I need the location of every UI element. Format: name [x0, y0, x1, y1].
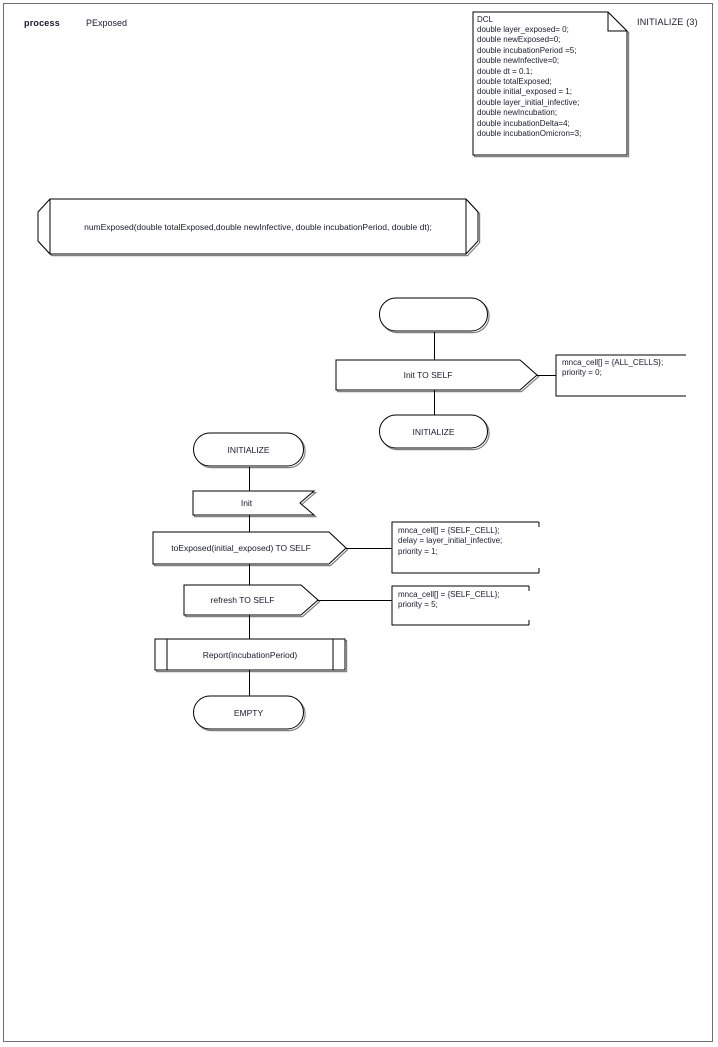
state-symbol-empty[interactable]: EMPTY [192, 695, 310, 735]
connector-start-to-output [434, 332, 435, 361]
dcl-note-body: double layer_exposed= 0; double newExpos… [477, 25, 582, 139]
comment-box-self-cell-priority: mnca_cell[] = {SELF_CELL}; priority = 5; [391, 585, 531, 627]
connector-output-to-comment-3 [317, 600, 392, 601]
connector-output-1-to-output-2 [249, 564, 250, 585]
procedure-declaration-symbol: numExposed(double totalExposed,double ne… [37, 198, 482, 258]
page-header-value: PExposed [86, 18, 128, 28]
connector-output-to-comment-2 [346, 548, 392, 549]
comment-box-self-cell-priority-text: mnca_cell[] = {SELF_CELL}; priority = 5; [398, 590, 500, 610]
connector-state-to-input [249, 467, 250, 491]
procedure-call-symbol-report[interactable]: Report(incubationPeriod) [154, 638, 350, 674]
comment-box-self-cell-delay: mnca_cell[] = {SELF_CELL}; delay = layer… [391, 521, 541, 575]
start-state-symbol [378, 297, 494, 337]
connector-output-to-comment-1 [537, 375, 556, 376]
state-symbol-initialize-top[interactable]: INITIALIZE [378, 414, 494, 454]
page-header-label: process [24, 18, 60, 28]
connector-output-to-state [434, 390, 435, 415]
output-symbol-to-exposed[interactable]: toExposed(initial_exposed) TO SELF [152, 531, 352, 567]
dcl-note: DCL double layer_exposed= 0; double newE… [472, 11, 630, 158]
dcl-note-title: DCL [477, 15, 494, 24]
input-symbol-init[interactable]: Init [192, 490, 318, 518]
comment-box-all-cells: mnca_cell[] = {ALL_CELLS}; priority = 0; [555, 354, 687, 398]
output-symbol-refresh[interactable]: refresh TO SELF [183, 584, 323, 618]
comment-box-all-cells-text: mnca_cell[] = {ALL_CELLS}; priority = 0; [562, 358, 664, 378]
connector-procedure-call-to-end-state [249, 670, 250, 696]
state-symbol-initialize[interactable]: INITIALIZE [192, 432, 310, 472]
page-frame [3, 3, 713, 1042]
output-symbol-init-to-self[interactable]: Init TO SELF [335, 359, 543, 393]
comment-box-self-cell-delay-text: mnca_cell[] = {SELF_CELL}; delay = layer… [398, 526, 503, 556]
page-header-right: INITIALIZE (3) [637, 17, 698, 27]
connector-output-2-to-procedure-call [249, 615, 250, 639]
connector-input-to-output-1 [249, 515, 250, 532]
